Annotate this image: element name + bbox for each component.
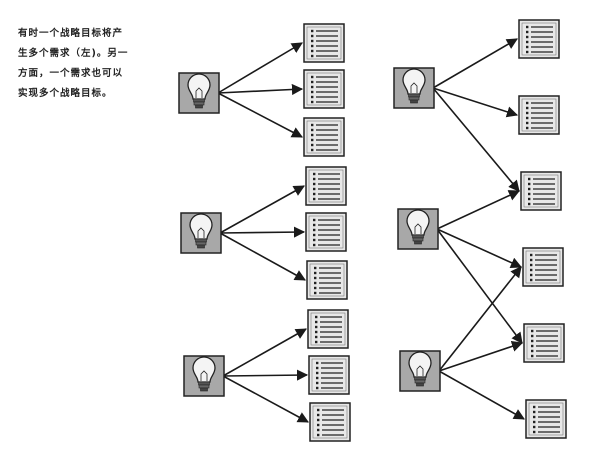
relationship-arrow [438,266,522,372]
requirement-document-list-icon [308,355,350,395]
nodes-layer [178,19,567,442]
requirement-document-list-icon [303,69,345,109]
requirement-document-list-icon [525,399,567,439]
relationship-arrow [222,369,309,381]
relationship-arrow [217,42,303,94]
requirement-document-list-icon [522,247,564,287]
relationship-arrow [438,340,524,372]
requirement-document-list-icon [523,323,565,363]
requirement-document-list-icon [305,166,347,206]
relationship-arrow [432,38,518,89]
relationship-arrow [432,87,519,118]
relationship-arrow [222,375,309,423]
goal-lightbulb-icon [180,212,222,254]
requirement-document-list-icon [303,23,345,63]
goal-lightbulb-icon [393,67,435,109]
requirement-document-list-icon [309,402,351,442]
caption-line: 有时一个战略目标将产 [18,28,124,39]
relationship-arrow [219,232,306,281]
relationship-arrow [436,228,523,344]
goal-lightbulb-icon [183,355,225,397]
caption-line: 生多个需求（左)。另一 [18,48,129,59]
relationship-arrow [219,185,305,234]
relationship-arrow [217,83,304,96]
requirement-document-list-icon [307,309,349,349]
requirement-document-list-icon [520,171,562,211]
relationship-arrow [438,370,525,420]
relationship-arrow [436,190,521,230]
caption-line: 实现多个战略目标。 [18,88,113,99]
relationship-arrow [222,328,307,377]
relationship-arrow [219,226,306,238]
caption-line: 方面，一个需求也可以 [18,68,124,79]
relationship-arrow [217,92,303,138]
requirement-document-list-icon [518,95,560,135]
goal-lightbulb-icon [399,350,441,392]
goal-lightbulb-icon [397,208,439,250]
requirement-document-list-icon [518,19,560,59]
requirement-document-list-icon [303,117,345,157]
goal-lightbulb-icon [178,72,220,114]
arrows-layer [217,38,525,423]
relationship-arrow [436,228,523,268]
caption-text: 有时一个战略目标将产 生多个需求（左)。另一 方面，一个需求也可以 实现多个战略… [18,24,168,104]
requirement-document-list-icon [305,212,347,252]
requirement-document-list-icon [306,260,348,300]
relationship-arrow [432,87,520,192]
